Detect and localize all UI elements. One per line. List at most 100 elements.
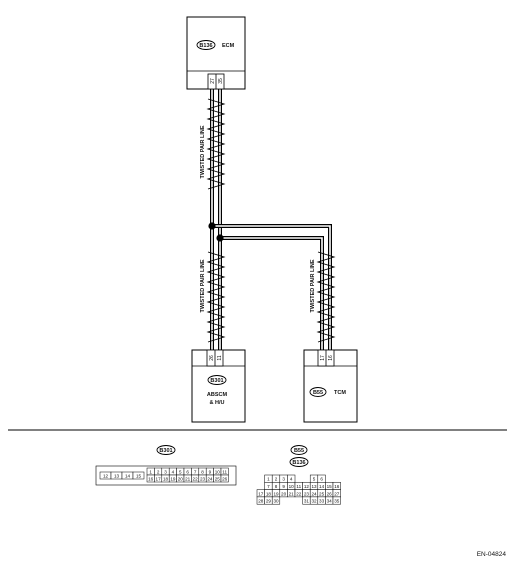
wire-label-tcm: TWISTED PAIR LINE — [310, 259, 316, 312]
twist-marker-ecm — [206, 98, 226, 190]
ecm-module: B136 ECM 27 35 — [186, 16, 246, 90]
pin-number: 17 — [258, 491, 264, 496]
legend-b301-code: B301 — [159, 448, 172, 454]
pin-cell — [220, 474, 229, 483]
pin-number: 21 — [289, 491, 295, 496]
pin-number: 22 — [193, 476, 199, 481]
pin-number: 23 — [304, 491, 310, 496]
pin-number: 19 — [273, 491, 279, 496]
pin-number: 16 — [334, 484, 340, 489]
pin-number: 9 — [209, 469, 212, 474]
tcm-branch2-outer — [220, 236, 324, 350]
pin-cell — [332, 496, 341, 505]
pin-number: 30 — [273, 499, 279, 504]
ecm-pin-2: 35 — [218, 78, 224, 84]
pin-number: 12 — [103, 473, 109, 478]
tcm-branch2-inner — [220, 237, 323, 350]
ecm-pin-1: 27 — [210, 78, 216, 84]
pin-number: 11 — [222, 469, 227, 474]
pin-number: 1 — [149, 469, 152, 474]
absc-connector-code: B301 — [210, 378, 223, 384]
pin-number: 20 — [178, 476, 184, 481]
pin-number: 5 — [179, 469, 182, 474]
pin-number: 20 — [281, 491, 287, 496]
ecm-connector-badge — [196, 40, 216, 50]
legend-b136-code: B136 — [292, 460, 305, 466]
legend-b136-badge — [289, 457, 309, 467]
pin-cell — [132, 471, 145, 480]
pin-number: 24 — [207, 476, 213, 481]
pin-number: 10 — [215, 469, 221, 474]
pin-number: 25 — [319, 491, 325, 496]
pin-number: 34 — [327, 499, 333, 504]
absc-connector-badge — [207, 375, 227, 385]
pin-number: 4 — [290, 477, 293, 482]
pin-number: 13 — [311, 484, 317, 489]
pin-number: 18 — [266, 491, 272, 496]
pin-number: 7 — [194, 469, 197, 474]
pin-number: 1 — [267, 477, 270, 482]
pin-number: 19 — [170, 476, 176, 481]
absc-pin-2: 11 — [217, 355, 223, 360]
pin-number: 26 — [222, 476, 228, 481]
wire-label-ecm: TWISTED PAIR LINE — [200, 125, 206, 178]
pin-number: 28 — [258, 499, 264, 504]
pin-number: 6 — [320, 477, 323, 482]
pin-number: 12 — [304, 484, 310, 489]
pin-number: 14 — [319, 484, 325, 489]
pin-number: 21 — [185, 476, 191, 481]
pin-number: 8 — [201, 469, 204, 474]
pin-number: 31 — [304, 499, 310, 504]
document-code: EN-04824 — [477, 551, 507, 558]
pin-number: 14 — [125, 473, 131, 478]
pin-number: 6 — [186, 469, 189, 474]
twist-markers — [206, 98, 336, 343]
ecm-connector-code: B136 — [199, 43, 212, 49]
tcm-pin-1: 17 — [320, 355, 326, 361]
legend-b55-code: B55 — [294, 448, 304, 454]
tcm-module: 17 16 B55 TCM — [303, 349, 358, 423]
pin-number: 10 — [289, 484, 295, 489]
b301-housing — [95, 465, 237, 486]
pin-number: 27 — [334, 491, 340, 496]
pin-cell — [271, 496, 281, 505]
absc-name-line2: & H/U — [210, 400, 225, 406]
pin-number: 35 — [334, 499, 340, 504]
splice-point-2 — [216, 234, 224, 242]
pin-number: 8 — [275, 484, 278, 489]
pin-number: 3 — [282, 477, 285, 482]
ecm-name: ECM — [222, 43, 235, 49]
absc-pin-1: 26 — [209, 355, 215, 361]
pin-number: 16 — [148, 476, 154, 481]
pin-number: 29 — [266, 499, 272, 504]
pin-number: 13 — [114, 473, 120, 478]
tcm-pin-2: 16 — [328, 355, 334, 361]
pin-number: 11 — [296, 484, 301, 489]
pin-number: 7 — [267, 484, 270, 489]
pin-number: 9 — [282, 484, 285, 489]
pin-number: 15 — [136, 473, 142, 478]
pin-number: 3 — [164, 469, 167, 474]
pin-number: 25 — [215, 476, 221, 481]
absc-name-line1: ABSCM — [207, 392, 228, 398]
pin-number: 32 — [311, 499, 317, 504]
tcm-connector-badge — [309, 387, 327, 397]
splice-point-1 — [208, 222, 216, 230]
pin-number: 23 — [200, 476, 206, 481]
pin-number: 24 — [311, 491, 317, 496]
pin-number: 18 — [163, 476, 169, 481]
pin-number: 26 — [327, 491, 333, 496]
pin-number: 22 — [296, 491, 302, 496]
twist-marker-tcm — [316, 251, 336, 343]
pin-number: 4 — [172, 469, 175, 474]
pin-number: 33 — [319, 499, 325, 504]
pin-number: 2 — [275, 477, 278, 482]
pin-number: 15 — [327, 484, 333, 489]
tcm-connector-code: B55 — [313, 390, 323, 396]
wire-label-absc: TWISTED PAIR LINE — [200, 259, 206, 312]
